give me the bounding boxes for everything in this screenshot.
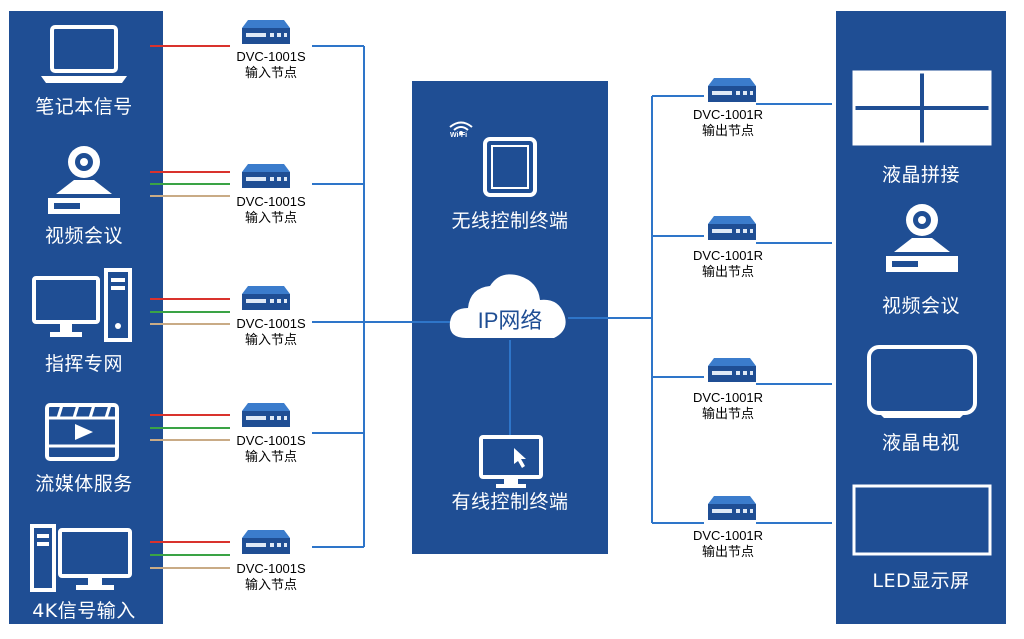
video-wall-icon (852, 70, 992, 146)
cloud-icon (449, 274, 566, 338)
source-label-4k: 4K信号输入 (32, 600, 136, 622)
display-label-video-wall: 液晶拼接 (881, 164, 961, 186)
conference-camera-icon (48, 146, 120, 214)
output-node-device-icon (708, 358, 756, 382)
input-node-device-icon (242, 286, 290, 310)
output-node-device-icon (708, 216, 756, 240)
wifi-label: Wi-Fi (450, 132, 468, 139)
media-player-icon (45, 403, 119, 461)
laptop-icon (41, 25, 127, 83)
source-label-laptop: 笔记本信号 (35, 96, 133, 118)
lcd-tv-icon (867, 345, 977, 418)
wifi-icon (449, 121, 473, 135)
input-node-device-icon (242, 403, 290, 427)
monitor-touch-icon (479, 435, 543, 488)
display-label-led: LED显示屏 (872, 570, 970, 592)
input-node-device-icon (242, 164, 290, 188)
led-screen-icon (852, 484, 992, 556)
wireless-terminal-label: 无线控制终端 (451, 210, 569, 232)
wired-terminal-label: 有线控制终端 (451, 491, 569, 513)
input-node-device-icon (242, 530, 290, 554)
output-node-device-icon (708, 496, 756, 520)
source-label-command-network: 指挥专网 (44, 353, 124, 375)
source-label-conference: 视频会议 (44, 225, 124, 247)
display-label-conference: 视频会议 (881, 295, 961, 317)
output-node-device-icon (708, 78, 756, 102)
input-node-device-icon (242, 20, 290, 44)
4k-workstation-icon (30, 524, 132, 592)
source-label-streaming: 流媒体服务 (35, 473, 133, 495)
display-label-lcd-tv: 液晶电视 (881, 432, 961, 454)
tablet-icon (483, 137, 537, 197)
network-label: IP网络 (477, 308, 543, 333)
desktop-pc-icon (32, 268, 132, 342)
conference-camera-icon (886, 204, 958, 272)
